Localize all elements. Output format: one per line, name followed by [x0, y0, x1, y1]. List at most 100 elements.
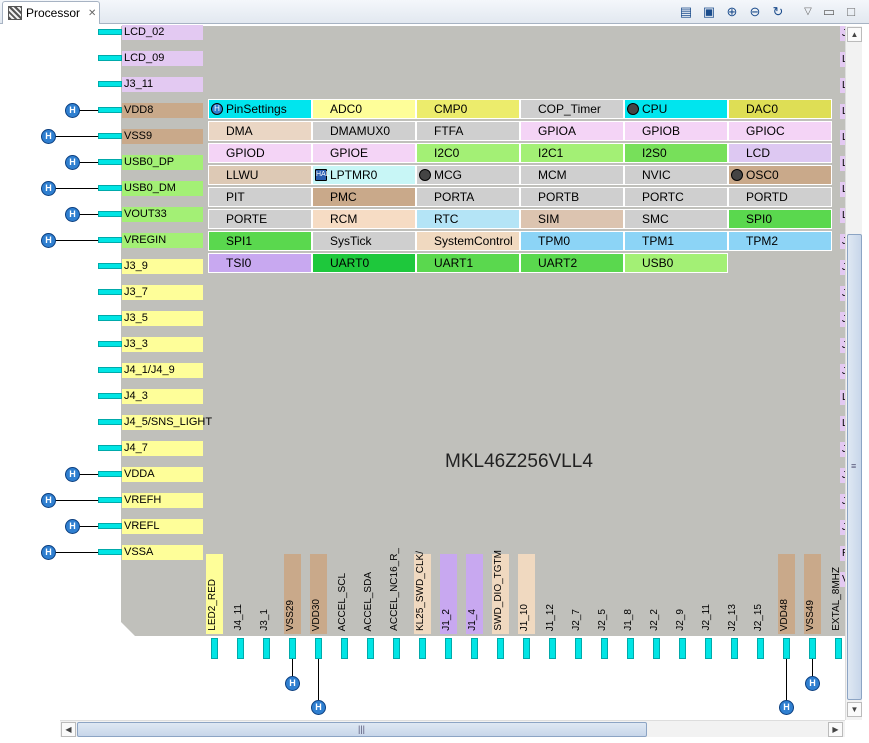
component-cmp0[interactable]: CMP0	[416, 99, 520, 119]
component-tsi0[interactable]: TSI0	[208, 253, 312, 273]
right-pin-label[interactable]: J	[840, 364, 848, 379]
right-pin-label[interactable]: J	[840, 26, 848, 41]
component-ftfa[interactable]: FTFA	[416, 121, 520, 141]
right-pin-label[interactable]: J	[840, 468, 848, 483]
component-pit[interactable]: PIT	[208, 187, 312, 207]
right-pin-label[interactable]: L	[840, 182, 848, 197]
pin-stub[interactable]	[835, 638, 842, 659]
pin-stub[interactable]	[679, 638, 686, 659]
component-i2c0[interactable]: I2C0	[416, 143, 520, 163]
bottom-pin[interactable]: J2_7	[570, 554, 587, 634]
bottom-pin[interactable]: J1_4	[466, 554, 483, 634]
component-dac0[interactable]: DAC0	[728, 99, 832, 119]
bottom-pin[interactable]: VSS29	[284, 554, 301, 634]
pin-label[interactable]: USB0_DM	[122, 181, 203, 196]
scroll-down-arrow[interactable]: ▼	[847, 702, 862, 717]
component-porta[interactable]: PORTA	[416, 187, 520, 207]
connector-icon[interactable]: H	[311, 700, 326, 715]
pin-label[interactable]: J4_7	[122, 441, 203, 456]
component-gpioe[interactable]: GPIOE	[312, 143, 416, 163]
bottom-pin[interactable]: J3_1	[258, 554, 275, 634]
scroll-right-arrow[interactable]: ▶	[828, 722, 843, 737]
connector-icon[interactable]: H	[41, 545, 56, 560]
component-systick[interactable]: SysTick	[312, 231, 416, 251]
component-sim[interactable]: SIM	[520, 209, 624, 229]
pin-label[interactable]: VDD8	[122, 103, 203, 118]
bottom-pin[interactable]: J1_12	[544, 554, 561, 634]
connector-icon[interactable]: H	[779, 700, 794, 715]
page-icon[interactable]: ▤	[679, 4, 693, 19]
pin-stub[interactable]	[98, 133, 122, 139]
right-pin-label[interactable]: J	[840, 234, 848, 249]
bottom-pin[interactable]: ACCEL_SCL	[336, 554, 353, 634]
pin-stub[interactable]	[98, 55, 122, 61]
pin-stub[interactable]	[601, 638, 608, 659]
pin-label[interactable]: J3_11	[122, 77, 203, 92]
pin-stub[interactable]	[627, 638, 634, 659]
component-mcm[interactable]: MCM	[520, 165, 624, 185]
bottom-pin[interactable]: VDD48	[778, 554, 795, 634]
bottom-pin[interactable]: ACCEL_NC16_R_	[388, 548, 405, 634]
component-osc0[interactable]: OSC0	[728, 165, 832, 185]
right-pin-label[interactable]: J	[840, 260, 848, 275]
component-tpm1[interactable]: TPM1	[624, 231, 728, 251]
tab-processor[interactable]: Processor ✕	[2, 1, 100, 24]
pin-stub[interactable]	[289, 638, 296, 659]
pin-stub[interactable]	[98, 419, 122, 425]
right-pin-label[interactable]: L	[840, 104, 848, 119]
component-rcm[interactable]: RCM	[312, 209, 416, 229]
scroll-up-arrow[interactable]: ▲	[847, 27, 862, 42]
bottom-pin[interactable]: LED2_RED	[206, 554, 223, 634]
pin-stub[interactable]	[98, 445, 122, 451]
pin-label[interactable]: VSS9	[122, 129, 203, 144]
bottom-pin[interactable]: J1_10	[518, 554, 535, 634]
component-tpm0[interactable]: TPM0	[520, 231, 624, 251]
zoom-out-icon[interactable]: ⊖	[749, 4, 761, 19]
bottom-pin[interactable]: J4_11	[232, 554, 249, 634]
right-pin-label[interactable]: L	[840, 208, 848, 223]
pin-label[interactable]: VDDA	[122, 467, 203, 482]
pin-stub[interactable]	[98, 393, 122, 399]
pin-stub[interactable]	[263, 638, 270, 659]
pin-label[interactable]: LCD_02	[122, 25, 203, 40]
bottom-pin[interactable]: J1_2	[440, 554, 457, 634]
pin-label[interactable]: VOUT33	[122, 207, 203, 222]
component-systemcontrol[interactable]: SystemControl	[416, 231, 520, 251]
component-gpioc[interactable]: GPIOC	[728, 121, 832, 141]
component-adc0[interactable]: ADC0	[312, 99, 416, 119]
bottom-pin[interactable]: J2_2	[648, 554, 665, 634]
pin-stub[interactable]	[98, 211, 122, 217]
close-tab-icon[interactable]: ✕	[88, 7, 97, 19]
pin-stub[interactable]	[98, 471, 122, 477]
component-dmamux0[interactable]: DMAMUX0	[312, 121, 416, 141]
refresh-icon[interactable]: ↻	[772, 4, 784, 19]
maximize-icon[interactable]: □	[847, 4, 855, 19]
pin-stub[interactable]	[98, 263, 122, 269]
pin-stub[interactable]	[783, 638, 790, 659]
pin-label[interactable]: VSSA	[122, 545, 203, 560]
bottom-pin[interactable]: J2_15	[752, 554, 769, 634]
right-pin-label[interactable]: J	[840, 494, 848, 509]
component-lcd[interactable]: LCD	[728, 143, 832, 163]
right-pin-label[interactable]: L	[840, 416, 848, 431]
right-pin-label[interactable]: L	[840, 130, 848, 145]
pin-stub[interactable]	[98, 81, 122, 87]
pin-label[interactable]: J3_9	[122, 259, 203, 274]
pin-stub[interactable]	[98, 367, 122, 373]
component-uart0[interactable]: UART0	[312, 253, 416, 273]
pin-stub[interactable]	[497, 638, 504, 659]
component-tpm2[interactable]: TPM2	[728, 231, 832, 251]
component-llwu[interactable]: LLWU	[208, 165, 312, 185]
component-pmc[interactable]: PMC	[312, 187, 416, 207]
view-menu-icon[interactable]: ▽	[804, 6, 812, 17]
component-portd[interactable]: PORTD	[728, 187, 832, 207]
bottom-pin[interactable]: J2_9	[674, 554, 691, 634]
component-gpiod[interactable]: GPIOD	[208, 143, 312, 163]
pin-stub[interactable]	[419, 638, 426, 659]
bottom-pin[interactable]: VSS49	[804, 554, 821, 634]
component-porte[interactable]: PORTE	[208, 209, 312, 229]
component-portc[interactable]: PORTC	[624, 187, 728, 207]
connector-icon[interactable]: H	[41, 493, 56, 508]
